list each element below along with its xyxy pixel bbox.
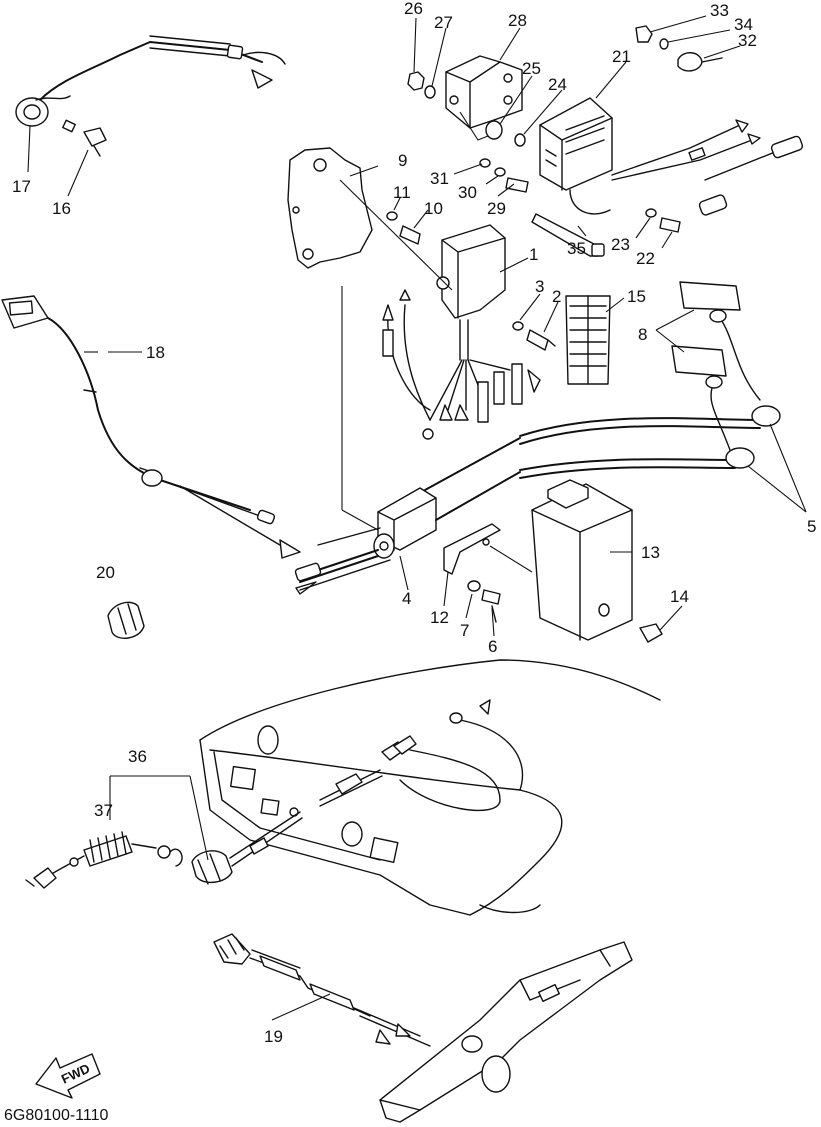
cable-tie-35 (531, 213, 605, 257)
callout-30: 30 (458, 183, 477, 202)
bracket-12-with-screws-6-7 (443, 523, 501, 623)
callout-28: 28 (508, 11, 527, 30)
grommet-20 (107, 601, 145, 639)
callout-34: 34 (734, 15, 753, 34)
bracket-28 (445, 55, 523, 141)
leader-lines (27, 15, 807, 1021)
callout-11: 11 (393, 183, 411, 202)
cowling-wiring (319, 699, 524, 812)
spark-plug-cap-cable (15, 35, 286, 127)
callout-10: 10 (424, 199, 443, 218)
nuts-26-27-24-25 (407, 71, 529, 193)
rectifier-regulator-21 (539, 97, 804, 233)
callout-32: 32 (738, 31, 757, 50)
callout-19: 19 (264, 1027, 283, 1046)
callout-29: 29 (487, 199, 506, 218)
screws-2-3-10-11 (386, 211, 556, 351)
callout-21: 21 (612, 47, 631, 66)
callout-16: 16 (52, 199, 71, 218)
diagram-code: 6G80100-1110 (4, 1107, 108, 1124)
callout-13: 13 (641, 543, 660, 562)
callout-5: 5 (807, 517, 816, 536)
bracket-9 (287, 147, 379, 531)
forward-direction-arrow: FWD (35, 1053, 101, 1099)
callout-3: 3 (535, 277, 544, 296)
callout-27: 27 (434, 13, 453, 32)
callout-31: 31 (430, 169, 449, 188)
callout-18: 18 (146, 343, 165, 362)
callout-9: 9 (398, 151, 407, 170)
callout-26: 26 (404, 0, 423, 18)
callout-33: 33 (710, 1, 729, 20)
callout-36: 36 (128, 747, 147, 766)
plug-cap-15 (565, 295, 611, 385)
callout-4: 4 (402, 589, 411, 608)
ignition-coil-4 (294, 437, 521, 595)
callout-6: 6 (488, 637, 497, 656)
callout-1: 1 (529, 245, 538, 264)
cover-13 (489, 479, 663, 643)
bottom-cowling (199, 659, 661, 916)
callout-23: 23 (611, 235, 630, 254)
cdi-unit-1 (382, 224, 541, 440)
neutral-switch-19 (213, 933, 431, 1047)
callout-24: 24 (548, 75, 567, 94)
callout-7: 7 (460, 621, 469, 640)
callout-37: 37 (94, 801, 113, 820)
ignition-leads-5-8 (519, 281, 781, 479)
callout-35: 35 (567, 239, 586, 258)
clamp-32-33-34 (635, 25, 723, 72)
callout-2: 2 (552, 287, 561, 306)
callout-12: 12 (430, 608, 449, 627)
callout-14: 14 (670, 587, 689, 606)
callout-22: 22 (636, 249, 655, 268)
callout-17: 17 (12, 177, 31, 196)
lead-wire-coupler (1, 295, 301, 559)
engine-stop-switch-36-37 (25, 775, 303, 889)
shift-lever (379, 941, 633, 1123)
stop-switch-16 (62, 119, 107, 157)
callout-numbers: 1 2 3 4 5 6 7 8 9 10 11 12 13 14 15 16 1… (12, 0, 816, 1046)
callout-20: 20 (96, 563, 115, 582)
callout-15: 15 (627, 287, 646, 306)
callout-25: 25 (522, 59, 541, 78)
callout-8: 8 (638, 325, 647, 344)
